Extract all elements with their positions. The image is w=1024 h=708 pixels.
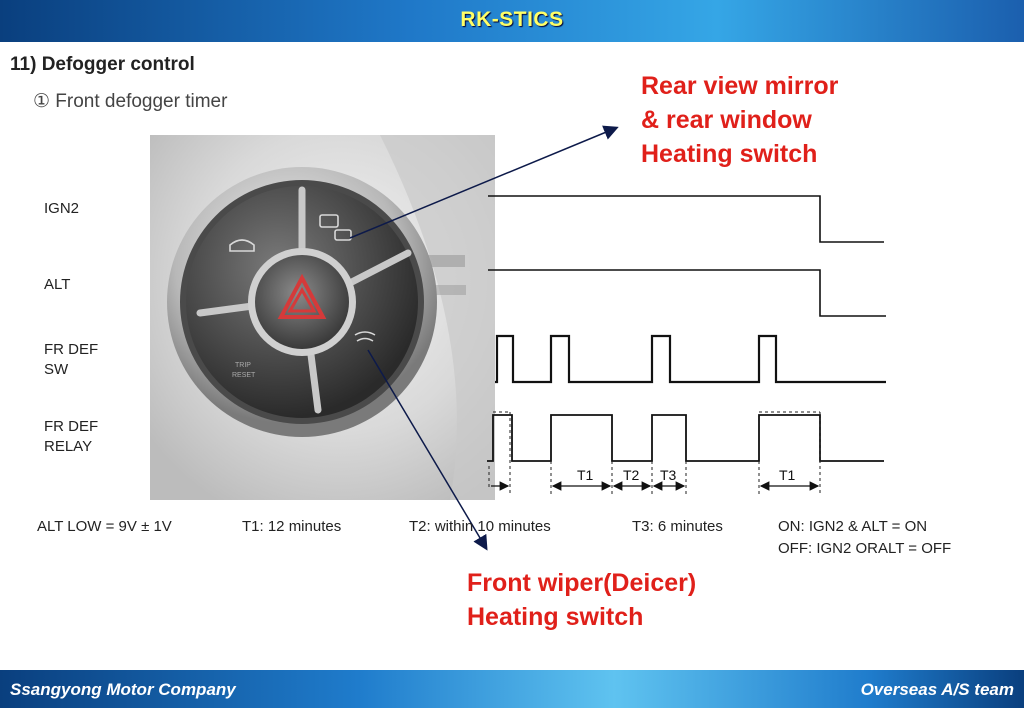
legend-off: OFF: IGN2 ORALT = OFF — [778, 540, 952, 557]
legend-t3: T3: 6 minutes — [632, 518, 723, 535]
signal-label-ign2: IGN2 — [44, 199, 79, 219]
legend-alt-low: ALT LOW = 9V ± 1V — [37, 518, 172, 535]
section-subheading: ① Front defogger timer — [33, 91, 228, 112]
footer-team: Overseas A/S team — [860, 680, 1014, 699]
signal-label-fr-def-relay: FR DEF RELAY — [44, 417, 98, 457]
signal-label-alt: ALT — [44, 275, 70, 295]
footer-bar: Ssangyong Motor Company Overseas A/S tea… — [0, 670, 1024, 708]
signal-label-fr-def-sw: FR DEF SW — [44, 340, 98, 380]
signal-label-line: FR DEF — [44, 418, 99, 435]
svg-text:TRIP: TRIP — [235, 362, 251, 369]
callout-line: Front wiper(Deicer) — [467, 569, 697, 597]
footer-company: Ssangyong Motor Company — [10, 680, 236, 699]
callout-line: Heating switch — [641, 140, 818, 168]
waveform-alt — [488, 269, 886, 317]
interval-label-t1-second: T1 — [779, 467, 796, 483]
signal-label-line: RELAY — [44, 438, 93, 455]
switch-panel-illustration: TRIP RESET — [150, 135, 495, 500]
legend-t2: T2: within 10 minutes — [409, 518, 551, 535]
signal-label-line: ALT — [44, 276, 71, 293]
legend-t1: T1: 12 minutes — [242, 518, 342, 535]
header-bar: RK-STICS — [0, 0, 1024, 42]
callout-rear-heating-switch: Rear view mirror & rear window Heating s… — [641, 69, 838, 171]
signal-label-line: IGN2 — [44, 200, 80, 217]
svg-text:RESET: RESET — [232, 372, 256, 379]
section-heading: 11) Defogger control — [10, 54, 195, 75]
callout-front-wiper-heating-switch: Front wiper(Deicer) Heating switch — [467, 566, 696, 634]
interval-label-t3: T3 — [660, 467, 677, 483]
signal-label-line: FR DEF — [44, 341, 99, 358]
legend-on: ON: IGN2 & ALT = ON — [778, 518, 928, 535]
waveform-fr-def-sw — [495, 334, 886, 384]
interval-label-t2: T2 — [623, 467, 640, 483]
callout-line: Rear view mirror — [641, 72, 839, 100]
interval-label-t1: T1 — [577, 467, 594, 483]
callout-line: & rear window — [641, 106, 812, 134]
signal-label-line: SW — [44, 361, 69, 378]
slide-title: RK-STICS — [460, 8, 564, 31]
waveform-ign2 — [488, 195, 884, 243]
switch-panel-photo: TRIP RESET — [150, 135, 495, 500]
waveform-fr-def-relay — [487, 414, 884, 462]
callout-line: Heating switch — [467, 603, 644, 631]
